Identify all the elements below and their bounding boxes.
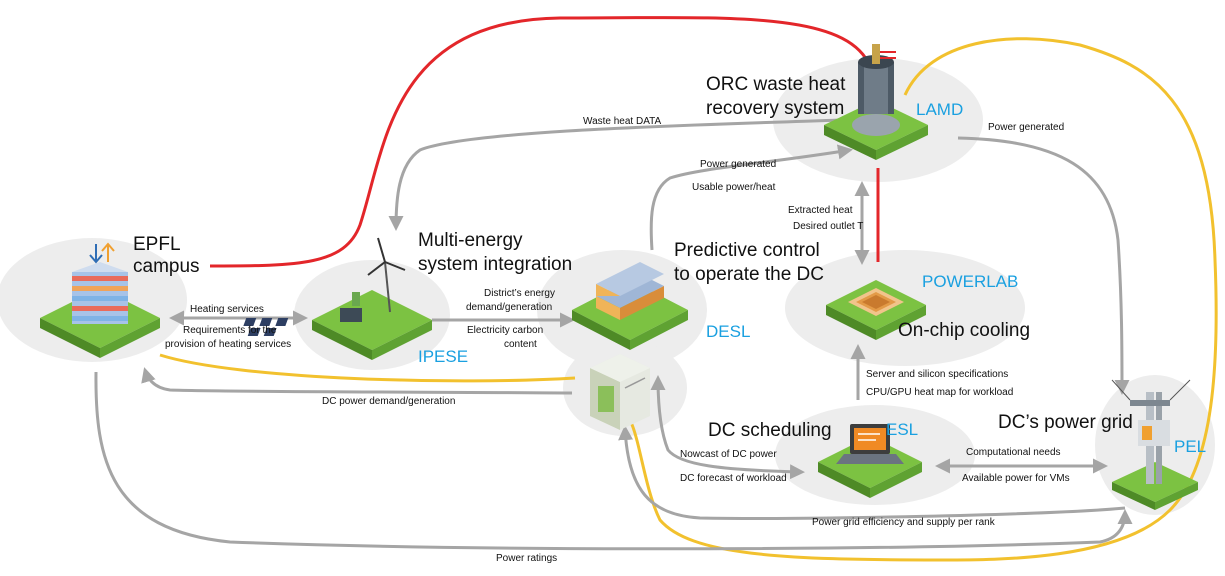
ipese-title-1: Multi-energy [418,230,523,251]
powerlab-lab: POWERLAB [922,272,1018,291]
arrow-waste-heat-data [388,118,843,231]
arrow-power-ratings [94,371,1133,551]
arrow-power-generated-lamd-desl [649,144,853,251]
label-district-1: District’s energy [484,288,555,299]
lamd-title-1: ORC waste heat [706,74,846,95]
label-power-generated-mid: Power generated [700,159,776,170]
datacenter-icon [572,262,688,350]
lamd-lab: LAMD [916,100,963,119]
desl-lab: DESL [706,322,750,341]
building-icon [40,242,160,358]
lamd-title-2: recovery system [706,98,844,119]
label-cpu-heat: CPU/GPU heat map for workload [866,387,1013,398]
pel-lab: PEL [1174,437,1206,456]
label-heating-services: Heating services [190,304,264,315]
label-extracted-heat: Extracted heat [788,205,853,216]
label-carbon-2: content [504,339,537,350]
label-requirements-2: provision of heating services [165,339,291,350]
red-link [209,16,870,268]
esl-lab: ESL [886,420,918,439]
epfl-title-1: EPFL [133,234,181,255]
label-waste-heat-data: Waste heat DATA [583,116,662,127]
label-grid-efficiency: Power grid efficiency and supply per ran… [812,517,996,528]
arrow-grid-efficiency [618,425,1126,520]
arrow-dc-power [141,367,573,395]
label-nowcast: Nowcast of DC power [680,449,777,460]
grey-arrows [94,118,1133,551]
pel-title: DC’s power grid [998,412,1133,433]
label-usable-power: Usable power/heat [692,182,776,193]
ipese-title-2: system integration [418,254,572,275]
label-power-generated-top: Power generated [988,122,1064,133]
epfl-title-2: campus [133,256,200,277]
label-available-power: Available power for VMs [962,473,1070,484]
esl-title: DC scheduling [708,420,832,441]
arrow-power-generated-lamd-pel [957,136,1130,395]
label-desired-outlet: Desired outlet T [793,221,863,232]
wind-turbine-icon [243,237,432,360]
label-dc-forecast: DC forecast of workload [680,473,787,484]
label-power-ratings: Power ratings [496,553,557,564]
powerlab-title: On-chip cooling [898,320,1030,341]
desl-title-2: to operate the DC [674,264,824,285]
chip-icon [826,280,926,340]
arrow-nowcast [650,375,805,480]
label-carbon-1: Electricity carbon [467,325,543,336]
laptop-icon [818,424,922,498]
power-pole-icon [1111,379,1198,510]
server-cabinet-icon [590,354,650,430]
orc-turbine-icon [824,44,928,160]
yellow-link-left [159,353,576,383]
label-district-2: demand/generation [466,302,552,313]
label-requirements-1: Requirements for the [183,325,277,336]
desl-title-1: Predictive control [674,240,820,261]
label-computational-needs: Computational needs [966,447,1061,458]
ipese-lab: IPESE [418,347,468,366]
label-server-specs: Server and silicon specifications [866,369,1008,380]
label-dc-power-demand: DC power demand/generation [322,396,455,407]
